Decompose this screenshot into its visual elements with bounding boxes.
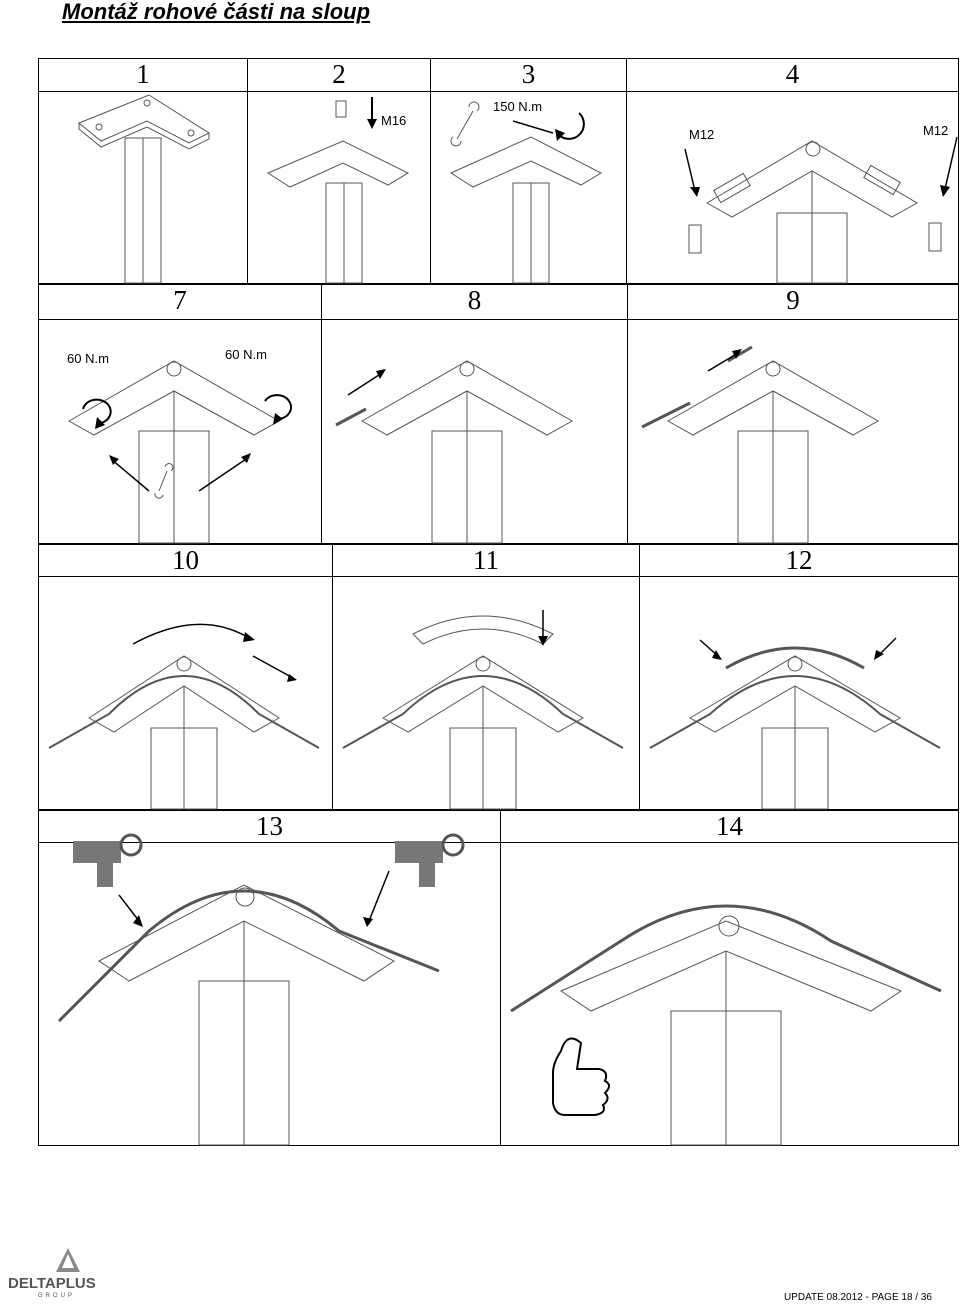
svg-text:DELTAPLUS: DELTAPLUS — [8, 1275, 96, 1292]
torque-right-label: 60 N.m — [225, 347, 267, 362]
clamp-mounting-drawing — [684, 136, 958, 284]
step-10-cell: 10 — [39, 545, 333, 810]
step-number: 4 — [785, 59, 800, 89]
step-12-cell: 12 — [640, 545, 958, 810]
step-2-cell: 2 M16 — [248, 59, 431, 284]
step-number: 12 — [785, 545, 813, 575]
step-number: 2 — [332, 59, 346, 89]
crimping-drawing — [57, 833, 465, 1146]
bolt-size-left-label: M12 — [689, 127, 715, 142]
step-number: 13 — [256, 811, 283, 841]
panel-row-1: 1 2 M16 3 150 N.m — [38, 58, 959, 284]
step-number: 10 — [172, 545, 199, 575]
step-number: 14 — [716, 811, 743, 841]
torque-left-label: 60 N.m — [67, 351, 109, 366]
cable-bending-drawing — [48, 623, 320, 810]
step-4-cell: 4 M12 M12 — [627, 59, 958, 284]
clamp-tightening-drawing — [67, 360, 293, 544]
cable-through-drawing — [641, 345, 880, 544]
page-title: Montáž rohové části na sloup — [62, 0, 371, 24]
cable-insertion-drawing — [335, 360, 574, 544]
svg-text:GROUP: GROUP — [38, 1293, 75, 1299]
crimping-tool-icon — [73, 833, 143, 887]
step-11-cell: 11 — [333, 545, 640, 810]
step-3-cell: 3 150 N.m — [431, 59, 627, 284]
panel-row-2: 7 60 N.m 60 N.m 8 — [38, 284, 959, 544]
step-number: 9 — [786, 285, 800, 315]
step-14-cell: 14 — [501, 811, 958, 1146]
cover-placement-drawing — [342, 610, 624, 810]
bolt-size-label: M16 — [381, 113, 407, 128]
bracket-on-post-drawing — [78, 94, 211, 284]
panel-row-3: 10 11 — [38, 544, 959, 810]
step-13-cell: 13 — [39, 811, 501, 1146]
step-number: 7 — [173, 285, 187, 315]
thumbs-up-icon — [552, 1037, 610, 1116]
step-number: 1 — [136, 59, 150, 89]
step-8-cell: 8 — [322, 285, 628, 544]
bolt-insertion-drawing — [266, 97, 410, 284]
step-9-cell: 9 — [628, 285, 958, 544]
completed-assembly-drawing — [510, 904, 942, 1146]
deltaplus-logo: DELTAPLUS GROUP — [8, 1248, 96, 1299]
step-number: 8 — [467, 285, 482, 315]
step-number: 3 — [521, 59, 536, 89]
crimping-tool-icon — [395, 833, 465, 887]
step-number: 11 — [473, 545, 499, 575]
panel-row-4: 13 14 — [38, 810, 959, 1146]
torque-label: 150 N.m — [493, 99, 543, 114]
page-footer: UPDATE 08.2012 - PAGE 18 / 36 — [783, 1292, 932, 1303]
step-1-cell: 1 — [39, 59, 248, 284]
cover-fitted-drawing — [649, 637, 941, 810]
torque-tightening-drawing — [449, 101, 603, 284]
bolt-size-right-label: M12 — [923, 123, 949, 138]
step-7-cell: 7 60 N.m 60 N.m — [39, 285, 322, 544]
